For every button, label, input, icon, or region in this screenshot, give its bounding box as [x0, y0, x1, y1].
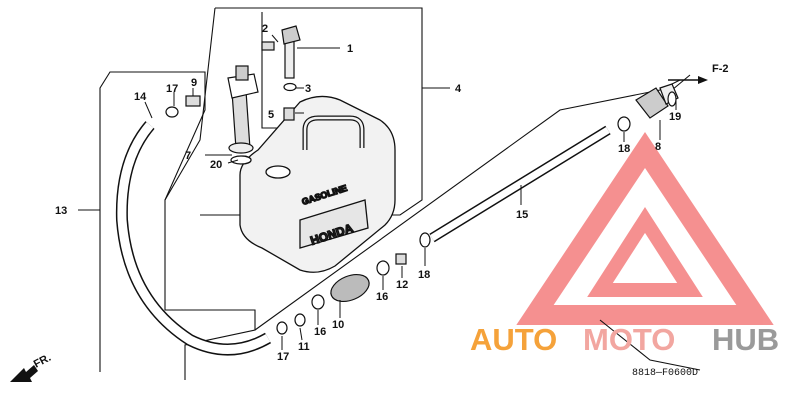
- front-indicator: FR.: [10, 352, 53, 382]
- part-label-12: 12: [396, 279, 408, 291]
- f2-label: F-2: [712, 63, 729, 75]
- watermark-auto: AUTO: [470, 322, 557, 357]
- watermark-moto: MOTO: [583, 322, 675, 357]
- part-label-20: 20: [210, 159, 222, 171]
- part-label-7: 7: [185, 150, 191, 162]
- part-label-17-upper: 17: [166, 83, 178, 95]
- part-label-4: 4: [455, 83, 462, 95]
- part-label-3: 3: [305, 83, 311, 95]
- watermark-logo: [516, 131, 774, 325]
- part-label-14: 14: [134, 91, 147, 103]
- part-label-17-lower: 17: [277, 351, 289, 363]
- front-label: FR.: [32, 352, 53, 371]
- drawing-code: 8818—F0600D: [632, 368, 698, 379]
- watermark-text: AUTO MOTO HUB: [470, 322, 779, 357]
- watermark-hub: HUB: [712, 322, 779, 357]
- part-labels: 1 2 3 4 5 7 8 9 10 11 12 13 14 15 16 16 …: [55, 23, 681, 363]
- leader-lines: [78, 34, 677, 350]
- part-label-18-lower: 18: [418, 269, 430, 281]
- part-label-5: 5: [268, 109, 274, 121]
- part-label-19: 19: [669, 111, 681, 123]
- f2-reference: F-2: [668, 63, 729, 84]
- part-label-1: 1: [347, 43, 353, 55]
- fuel-hose-left: [115, 121, 272, 356]
- fuel-hose-right: [429, 125, 611, 243]
- connector-assembly: [617, 83, 679, 132]
- part-label-8: 8: [655, 141, 661, 153]
- part-label-15: 15: [516, 209, 528, 221]
- part-label-10: 10: [332, 319, 344, 331]
- part-label-2: 2: [262, 23, 268, 35]
- fuel-tank: GASOLINE HONDA: [234, 95, 396, 273]
- part-label-11: 11: [298, 341, 310, 353]
- part-label-16-upper: 16: [376, 291, 388, 303]
- vent-parts: [261, 25, 301, 121]
- part-label-9: 9: [191, 77, 197, 89]
- fuel-gauge-assembly: [227, 65, 259, 165]
- part-label-13: 13: [55, 205, 67, 217]
- part-label-18-upper: 18: [618, 143, 630, 155]
- part-label-16-lower: 16: [314, 326, 326, 338]
